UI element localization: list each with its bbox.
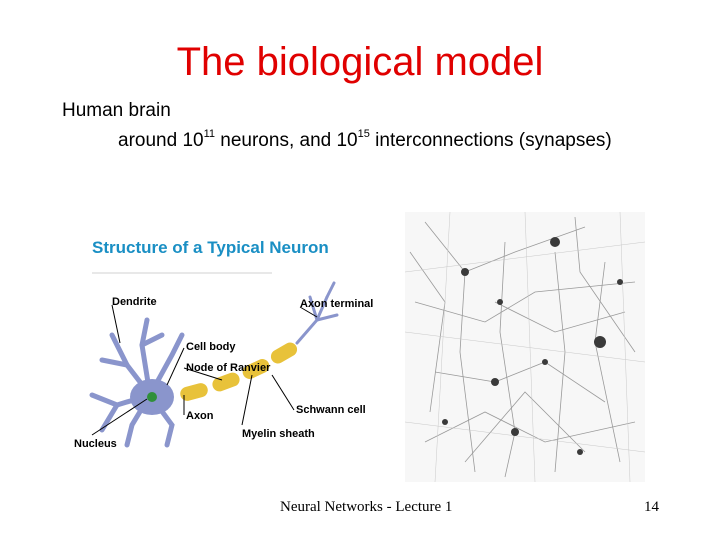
exponent-15: 15 [357,128,370,140]
text-neurons: neurons, and 10 [215,130,358,151]
label-schwann-cell: Schwann cell [296,404,366,416]
label-axon: Axon [186,410,214,422]
slide-title: The biological model [176,40,544,84]
label-dendrite: Dendrite [112,296,157,308]
bullet-human-brain: Human brain [62,100,171,121]
slide-footer: Neural Networks - Lecture 1 [280,499,453,515]
nucleus-shape [147,392,157,402]
label-axon-terminal: Axon terminal [300,298,373,310]
diagram-heading: Structure of a Typical Neuron [92,238,329,257]
exponent-11: 11 [203,128,215,140]
sub-bullet-neuron-count: around 1011 neurons, and 1015 interconne… [118,128,612,152]
neural-tissue-illustration [405,212,645,482]
label-myelin-sheath: Myelin sheath [242,428,315,440]
neuron-structure-diagram: Structure of a Typical Neuron [74,238,373,450]
label-nucleus: Nucleus [74,438,117,450]
text-synapses: interconnections (synapses) [369,130,612,151]
page-number: 14 [644,499,659,515]
label-node-of-ranvier: Node of Ranvier [186,362,271,374]
label-cell-body: Cell body [186,341,236,353]
myelin-sheath-shape [180,342,298,401]
text-around: around 10 [118,130,204,151]
axon-terminal-shape [295,281,339,345]
